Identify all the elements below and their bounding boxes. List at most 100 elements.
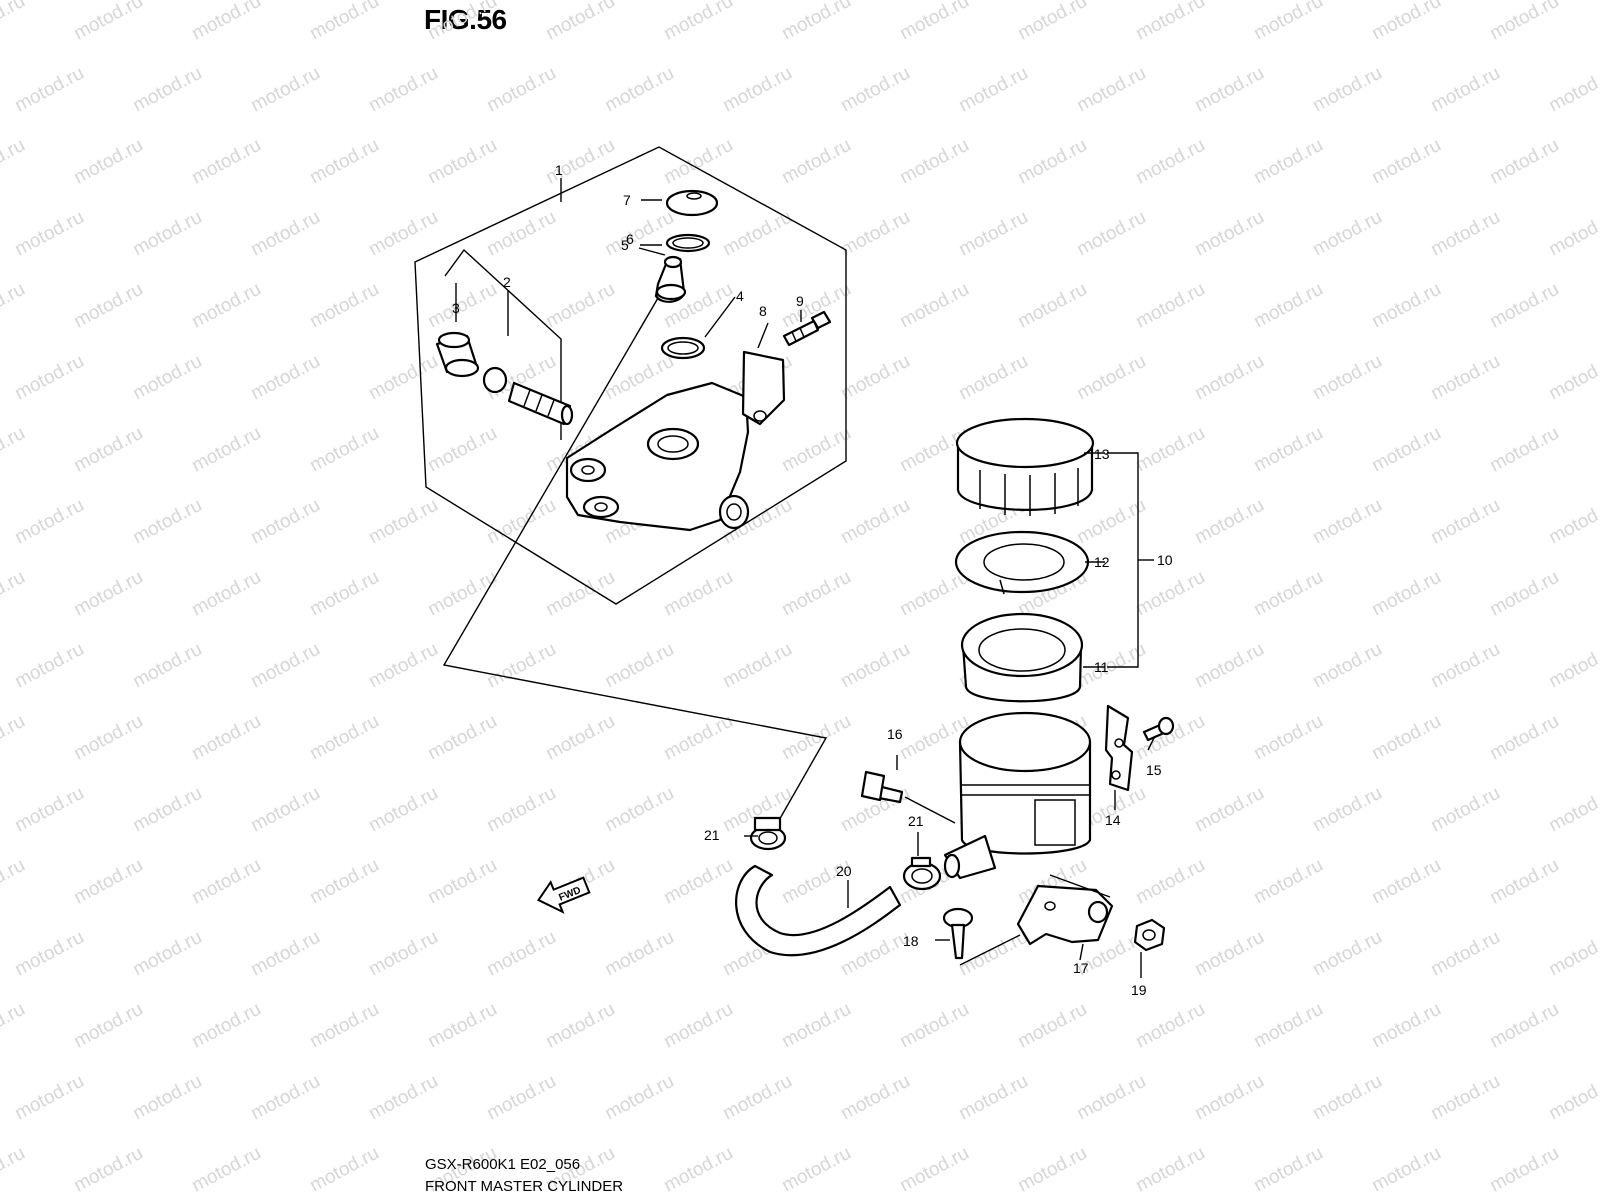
watermark-text: motod.ru xyxy=(188,999,264,1053)
watermark-text: motod.ru xyxy=(1427,783,1503,837)
watermark-text: motod.ru xyxy=(1486,423,1562,477)
watermark-text: motod.ru xyxy=(70,711,146,765)
watermark-text: motod.ru xyxy=(483,927,559,981)
watermark-text: motod.ru xyxy=(1191,351,1267,405)
watermark-text: motod.ru xyxy=(542,135,618,189)
watermark-text: motod.ru xyxy=(0,423,29,477)
watermark-text: motod.ru xyxy=(1191,927,1267,981)
watermark-text: motod.ru xyxy=(1427,639,1503,693)
part-9-bolt xyxy=(782,310,832,347)
watermark-text: motod.ru xyxy=(1191,1071,1267,1125)
watermark-text: motod.ru xyxy=(837,1071,913,1125)
part-6-circlip xyxy=(665,233,711,253)
watermark-text: motod.ru xyxy=(11,351,87,405)
watermark-text: motod.ru xyxy=(1250,423,1326,477)
watermark-text: motod.ru xyxy=(896,135,972,189)
watermark-text: motod.ru xyxy=(247,639,323,693)
watermark-text: motod.ru xyxy=(247,495,323,549)
callout-labels: 1 2 3 4 5 6 7 8 9 10 11 12 13 14 15 16 1… xyxy=(452,162,1173,998)
watermark-text: motod.ru xyxy=(1014,135,1090,189)
watermark-text: motod.ru xyxy=(70,567,146,621)
watermark-text: motod.ru xyxy=(11,639,87,693)
watermark-text: motod.ru xyxy=(70,1143,146,1197)
watermark-text: motod.ru xyxy=(778,135,854,189)
watermark-text: motod.ru xyxy=(1486,1143,1562,1197)
watermark-text: motod.ru xyxy=(424,567,500,621)
watermark-text: motod.ru xyxy=(306,423,382,477)
watermark-text: motod.ru xyxy=(660,999,736,1053)
part-21-hose-clamp-upper xyxy=(902,856,942,891)
watermark-text: motod.ru xyxy=(424,711,500,765)
watermark-text: motod.ru xyxy=(70,855,146,909)
watermark-text: motod.ru xyxy=(11,783,87,837)
watermark-text: motod.ru xyxy=(306,1143,382,1197)
watermark-text: motod.ru xyxy=(247,351,323,405)
watermark-text: motod.ru xyxy=(1427,63,1503,117)
watermark-text: motod.ru xyxy=(896,0,972,44)
watermark-text: motod.ru xyxy=(778,0,854,44)
watermark-text: motod.ru xyxy=(542,711,618,765)
watermark-text: motod.ru xyxy=(542,567,618,621)
part-13-reservoir-cap xyxy=(955,417,1095,516)
watermark-text: motod.ru xyxy=(247,63,323,117)
watermark-text: motod.ru xyxy=(1073,207,1149,261)
watermark-text: motod.ru xyxy=(1191,63,1267,117)
watermark-text: motod.ru xyxy=(1545,1071,1600,1125)
watermark-text: motod.ru xyxy=(896,279,972,333)
watermark-text: motod.ru xyxy=(1427,927,1503,981)
watermark-text: motod.ru xyxy=(1191,783,1267,837)
watermark-text: motod.ru xyxy=(188,1143,264,1197)
watermark-text: motod.ru xyxy=(1309,783,1385,837)
callout-18: 18 xyxy=(903,933,919,949)
watermark-text: motod.ru xyxy=(365,1071,441,1125)
part-20-hose xyxy=(735,864,902,957)
assembly-1-outline xyxy=(414,146,847,605)
watermark-text: motod.ru xyxy=(1545,639,1600,693)
watermark-text: motod.ru xyxy=(1486,999,1562,1053)
watermark-text: motod.ru xyxy=(955,351,1031,405)
callout-16: 16 xyxy=(887,726,903,742)
watermark-text: motod.ru xyxy=(1309,495,1385,549)
watermark-text: motod.ru xyxy=(660,135,736,189)
watermark-text: motod.ru xyxy=(719,639,795,693)
watermark-text: motod.ru xyxy=(601,783,677,837)
watermark-text: motod.ru xyxy=(1427,1071,1503,1125)
watermark-text: motod.ru xyxy=(11,207,87,261)
watermark-text: motod.ru xyxy=(1427,495,1503,549)
watermark-text: motod.ru xyxy=(129,783,205,837)
part-21-hose-clamp-lower xyxy=(749,816,787,851)
watermark-text: motod.ru xyxy=(424,0,500,44)
callout-21-lower: 21 xyxy=(704,827,720,843)
watermark-text: motod.ru xyxy=(1309,207,1385,261)
watermark-text: motod.ru xyxy=(778,711,854,765)
watermark-text: motod.ru xyxy=(1486,855,1562,909)
watermark-text: motod.ru xyxy=(1545,927,1600,981)
watermark-text: motod.ru xyxy=(129,207,205,261)
watermark-text: motod.ru xyxy=(306,855,382,909)
watermark-text: motod.ru xyxy=(896,999,972,1053)
watermark-text: motod.ru xyxy=(1486,135,1562,189)
callout-4: 4 xyxy=(736,288,744,304)
part-19-nut xyxy=(1133,918,1166,952)
watermark-text: motod.ru xyxy=(1309,639,1385,693)
watermark-text: motod.ru xyxy=(601,639,677,693)
watermark-text: motod.ru xyxy=(778,567,854,621)
callout-14: 14 xyxy=(1105,812,1121,828)
watermark-text: motod.ru xyxy=(70,999,146,1053)
part-18-bolt xyxy=(942,907,974,960)
callout-1: 1 xyxy=(555,162,563,178)
part-7-diaphragm-cap xyxy=(665,189,719,217)
watermark-text: motod.ru xyxy=(1486,711,1562,765)
callout-13: 13 xyxy=(1094,446,1110,462)
watermark-text: motod.ru xyxy=(955,63,1031,117)
watermark-text: motod.ru xyxy=(837,639,913,693)
watermark-text: motod.ru xyxy=(1309,1071,1385,1125)
watermark-text: motod.ru xyxy=(483,783,559,837)
watermark-text: motod.ru xyxy=(1250,711,1326,765)
watermark-text: motod.ru xyxy=(0,567,29,621)
part-4-o-ring xyxy=(660,336,706,360)
watermark-text: motod.ru xyxy=(365,495,441,549)
watermark-text: motod.ru xyxy=(1014,0,1090,44)
watermark-text: motod.ru xyxy=(542,279,618,333)
